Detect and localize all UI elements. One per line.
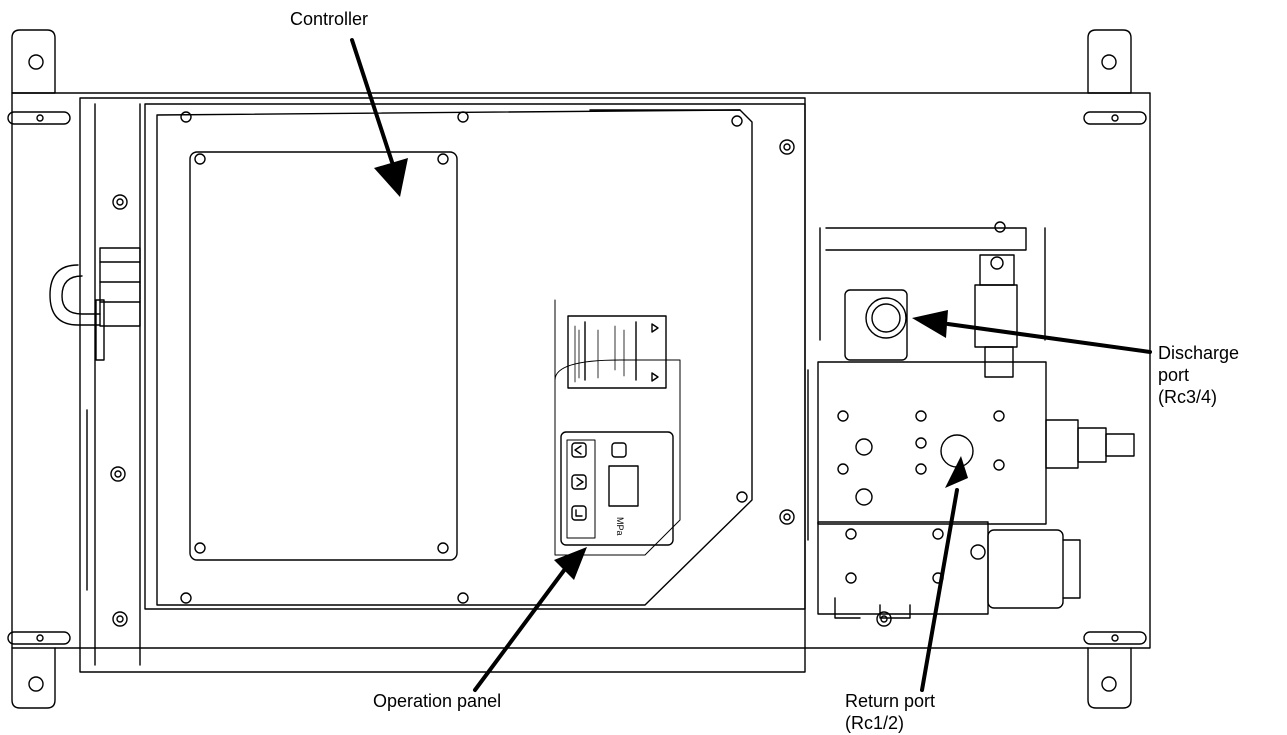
discharge-port-label-line3: (Rc3/4)	[1158, 387, 1218, 407]
mounting-plate	[7, 29, 1151, 709]
callout-arrows	[350, 38, 1152, 692]
controller-housing	[49, 97, 1006, 673]
return-port-label-line1: Return port	[845, 691, 936, 711]
screw-set	[110, 111, 1006, 627]
discharge-port-label: Discharge port (Rc3/4)	[1158, 342, 1239, 408]
operation-panel-label: Operation panel	[373, 691, 502, 711]
discharge-port-label-line1: Discharge	[1158, 343, 1240, 363]
controller-label: Controller	[290, 9, 369, 29]
controller-arrow	[350, 38, 394, 164]
panel-unit-text: MPa	[615, 517, 625, 536]
discharge-port-label-line2: port	[1158, 365, 1190, 385]
return-port-label-line2: (Rc1/2)	[845, 713, 905, 733]
return-port-label: Return port (Rc1/2)	[845, 690, 935, 734]
operation-panel-arrow	[473, 563, 570, 692]
operation-panel: MPa	[554, 299, 681, 556]
return-port-arrow	[920, 488, 959, 692]
discharge-port-arrow	[946, 322, 1152, 354]
valve-manifold	[807, 227, 1135, 619]
